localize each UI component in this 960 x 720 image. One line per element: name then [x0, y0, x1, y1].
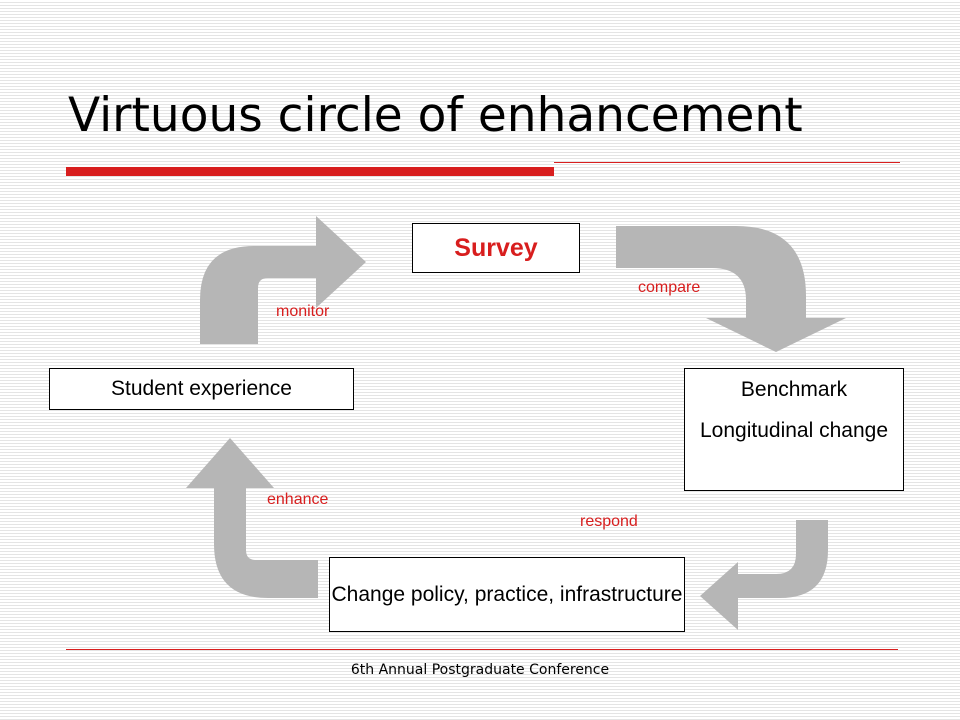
benchmark-label: Benchmark: [740, 378, 848, 401]
change-policy-label: Change policy, practice, infrastructure: [331, 582, 683, 606]
survey-label: Survey: [454, 234, 538, 262]
longitudinal-change-label: Longitudinal change: [700, 419, 888, 443]
slide-title: Virtuous circle of enhancement: [68, 88, 803, 143]
change-policy-node: Change policy, practice, infrastructure: [329, 557, 685, 632]
edge-label-respond: respond: [580, 513, 638, 530]
enhance-arrow-icon: [186, 438, 318, 598]
compare-arrow-icon: [616, 226, 846, 352]
title-accent-bar: [66, 167, 554, 176]
edge-label-compare: compare: [638, 279, 701, 296]
slide-footer: 6th Annual Postgraduate Conference: [350, 662, 610, 678]
benchmark-node: Benchmark Longitudinal change: [684, 368, 904, 491]
monitor-arrow-icon: [200, 216, 366, 344]
edge-label-monitor: monitor: [276, 303, 330, 320]
student-experience-label: Student experience: [111, 377, 292, 401]
edge-label-enhance: enhance: [267, 491, 329, 508]
survey-node: Survey: [412, 223, 580, 273]
respond-arrow-icon: [700, 520, 828, 630]
footer-rule-line: [66, 649, 898, 650]
student-experience-node: Student experience: [49, 368, 354, 410]
title-rule-line: [554, 162, 900, 163]
